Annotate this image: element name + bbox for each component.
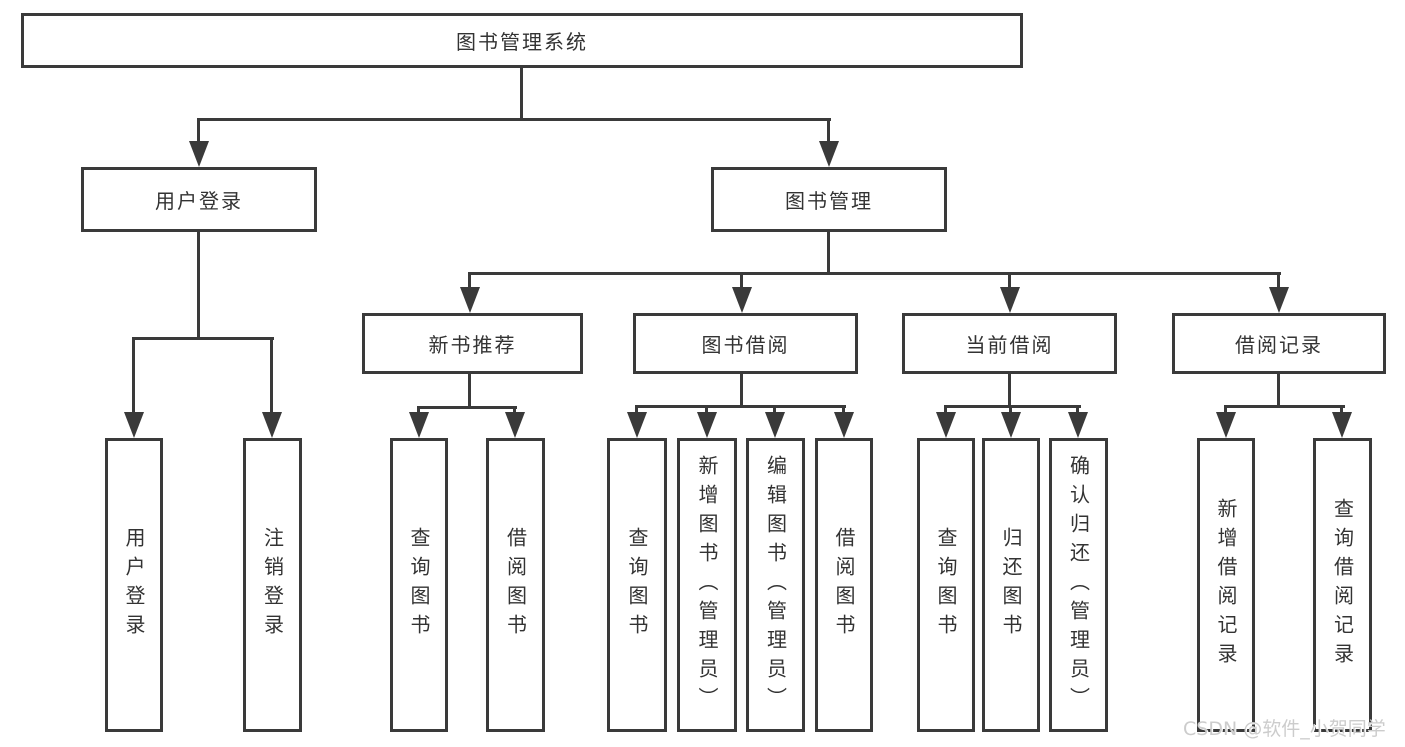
arrowhead-icon <box>732 287 752 313</box>
connector-line <box>270 337 273 414</box>
connector-line <box>520 68 523 118</box>
connector-line <box>197 118 200 145</box>
leaf-records-query-record: 查询借阅记录 <box>1313 438 1372 732</box>
connector-line <box>773 405 776 414</box>
arrowhead-icon <box>834 412 854 438</box>
node-new-book-recommend-label: 新书推荐 <box>428 333 517 357</box>
arrowhead-icon <box>1216 412 1236 438</box>
node-borrow-records: 借阅记录 <box>1172 313 1386 374</box>
connector-line <box>842 405 845 414</box>
connector-line <box>635 405 846 408</box>
leaf-borrow-edit-book-admin: 编辑图书（管理员） <box>746 438 805 732</box>
arrowhead-icon <box>262 412 282 438</box>
arrowhead-icon <box>819 141 839 167</box>
arrowhead-icon <box>189 141 209 167</box>
arrowhead-icon <box>936 412 956 438</box>
connector-line <box>1009 405 1012 414</box>
node-current-borrow-label: 当前借阅 <box>965 333 1054 357</box>
connector-line <box>132 337 274 340</box>
node-root-label: 图书管理系统 <box>456 30 588 54</box>
connector-line <box>827 232 830 274</box>
connector-line <box>1076 405 1079 414</box>
leaf-borrow-edit-book-admin-label: 编辑图书（管理员） <box>763 454 788 716</box>
connector-line <box>468 272 1281 275</box>
connector-line <box>132 337 135 414</box>
leaf-current-confirm-return-admin: 确认归还（管理员） <box>1049 438 1108 732</box>
arrowhead-icon <box>765 412 785 438</box>
leaf-borrow-add-book-admin-label: 新增图书（管理员） <box>695 454 719 716</box>
node-current-borrow: 当前借阅 <box>902 313 1117 374</box>
connector-line <box>1008 374 1011 406</box>
node-user-login-label: 用户登录 <box>155 189 243 213</box>
leaf-current-query-book-label: 查询图书 <box>934 527 958 643</box>
leaf-recommend-borrow-book: 借阅图书 <box>486 438 545 732</box>
leaf-current-query-book: 查询图书 <box>917 438 975 732</box>
node-root: 图书管理系统 <box>21 13 1023 68</box>
connector-line <box>197 232 200 337</box>
node-book-borrow-label: 图书借阅 <box>701 333 790 357</box>
connector-line <box>740 272 743 289</box>
connector-line <box>1277 272 1280 289</box>
leaf-records-query-record-label: 查询借阅记录 <box>1330 498 1355 672</box>
connector-line <box>740 374 743 406</box>
leaf-recommend-borrow-book-label: 借阅图书 <box>503 527 528 643</box>
connector-line <box>635 405 638 414</box>
leaf-borrow-add-book-admin: 新增图书（管理员） <box>677 438 737 732</box>
node-book-management: 图书管理 <box>711 167 947 232</box>
leaf-logout: 注销登录 <box>243 438 302 732</box>
connector-line <box>468 374 471 407</box>
connector-line <box>1008 272 1011 289</box>
arrowhead-icon <box>697 412 717 438</box>
leaf-current-confirm-return-admin-label: 确认归还（管理员） <box>1066 454 1091 716</box>
node-book-borrow: 图书借阅 <box>633 313 858 374</box>
connector-line <box>1224 405 1227 414</box>
connector-line <box>944 405 1081 408</box>
node-borrow-records-label: 借阅记录 <box>1235 333 1323 357</box>
arrowhead-icon <box>124 412 144 438</box>
leaf-recommend-query-book-label: 查询图书 <box>407 527 431 643</box>
leaf-records-add-record-label: 新增借阅记录 <box>1214 498 1238 672</box>
leaf-borrow-borrow-book: 借阅图书 <box>815 438 873 732</box>
connector-line <box>197 118 831 121</box>
connector-line <box>417 406 420 414</box>
arrowhead-icon <box>1068 412 1088 438</box>
node-new-book-recommend: 新书推荐 <box>362 313 583 374</box>
connector-line <box>944 405 947 414</box>
connector-line <box>417 406 517 409</box>
connector-line <box>827 118 830 145</box>
leaf-user-login-label: 用户登录 <box>122 527 146 643</box>
leaf-borrow-query-book-label: 查询图书 <box>625 527 649 643</box>
node-book-management-label: 图书管理 <box>785 189 873 213</box>
leaf-records-add-record: 新增借阅记录 <box>1197 438 1255 732</box>
leaf-borrow-query-book: 查询图书 <box>607 438 667 732</box>
connector-line <box>705 405 708 414</box>
leaf-current-return-book-label: 归还图书 <box>999 527 1023 643</box>
arrowhead-icon <box>1269 287 1289 313</box>
arrowhead-icon <box>1000 287 1020 313</box>
node-user-login: 用户登录 <box>81 167 317 232</box>
connector-line <box>1277 374 1280 406</box>
connector-line <box>1340 405 1343 414</box>
arrowhead-icon <box>409 412 429 438</box>
arrowhead-icon <box>1001 412 1021 438</box>
arrowhead-icon <box>627 412 647 438</box>
arrowhead-icon <box>460 287 480 313</box>
leaf-recommend-query-book: 查询图书 <box>390 438 448 732</box>
connector-line <box>468 272 471 289</box>
leaf-logout-label: 注销登录 <box>260 527 285 643</box>
leaf-borrow-borrow-book-label: 借阅图书 <box>832 527 856 643</box>
arrowhead-icon <box>1332 412 1352 438</box>
arrowhead-icon <box>505 412 525 438</box>
leaf-user-login: 用户登录 <box>105 438 163 732</box>
csdn-watermark: CSDN @软件_小贺同学 <box>1183 718 1386 740</box>
connector-line <box>513 406 516 414</box>
leaf-current-return-book: 归还图书 <box>982 438 1040 732</box>
connector-line <box>1224 405 1345 408</box>
